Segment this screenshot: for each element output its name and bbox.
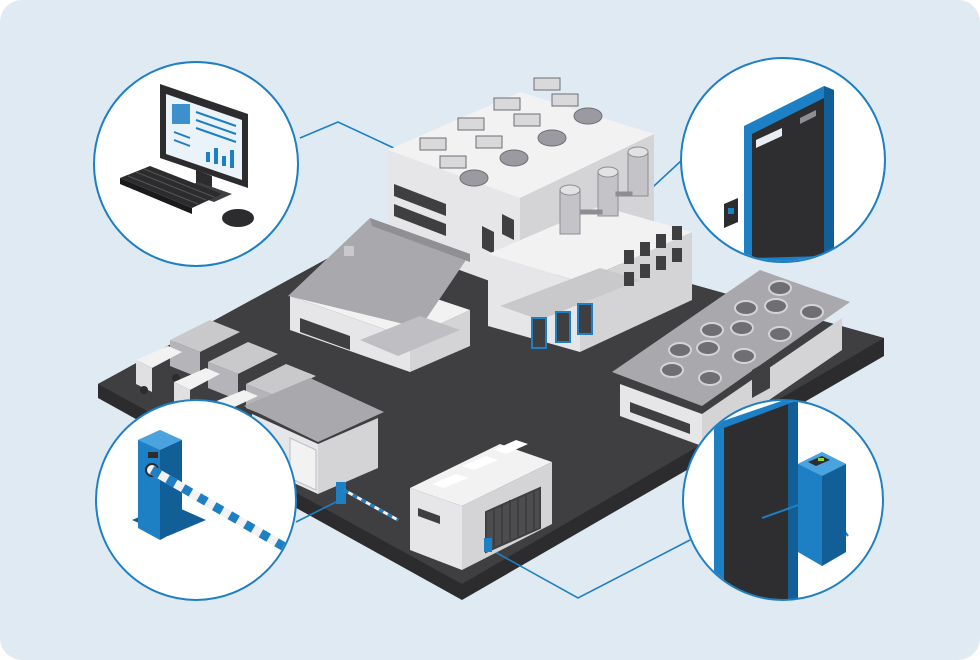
parked-trucks <box>136 320 316 420</box>
callout-workstation <box>93 61 299 267</box>
card-reader-icon <box>724 198 738 228</box>
ground-barrier-gate <box>336 482 399 522</box>
production-wing <box>488 146 692 352</box>
cooling-building <box>612 270 850 446</box>
gatehouse <box>410 440 552 570</box>
door-with-reader-icon <box>744 86 834 261</box>
sloped-roof-hall <box>288 218 470 372</box>
keyboard-icon <box>120 166 222 214</box>
callout-door-access <box>680 57 886 263</box>
callout-parking-barrier <box>95 399 297 601</box>
barrier-gate-icon <box>132 430 295 560</box>
barrier-arm <box>149 466 295 560</box>
mouse-icon <box>222 209 254 227</box>
main-factory-building <box>388 77 654 292</box>
truck-1 <box>136 320 240 394</box>
roof-fans <box>660 280 824 386</box>
tripod-turnstile-icon <box>714 401 849 599</box>
exhaust-stacks <box>559 146 649 235</box>
connector-workstation <box>299 121 399 151</box>
secured-doors <box>531 303 593 349</box>
rooftop-hvac-units <box>419 77 603 187</box>
gate-grille <box>485 486 541 554</box>
connector-barrier <box>295 499 341 523</box>
connector-turnstile <box>487 539 691 599</box>
callout-turnstile <box>682 399 884 601</box>
